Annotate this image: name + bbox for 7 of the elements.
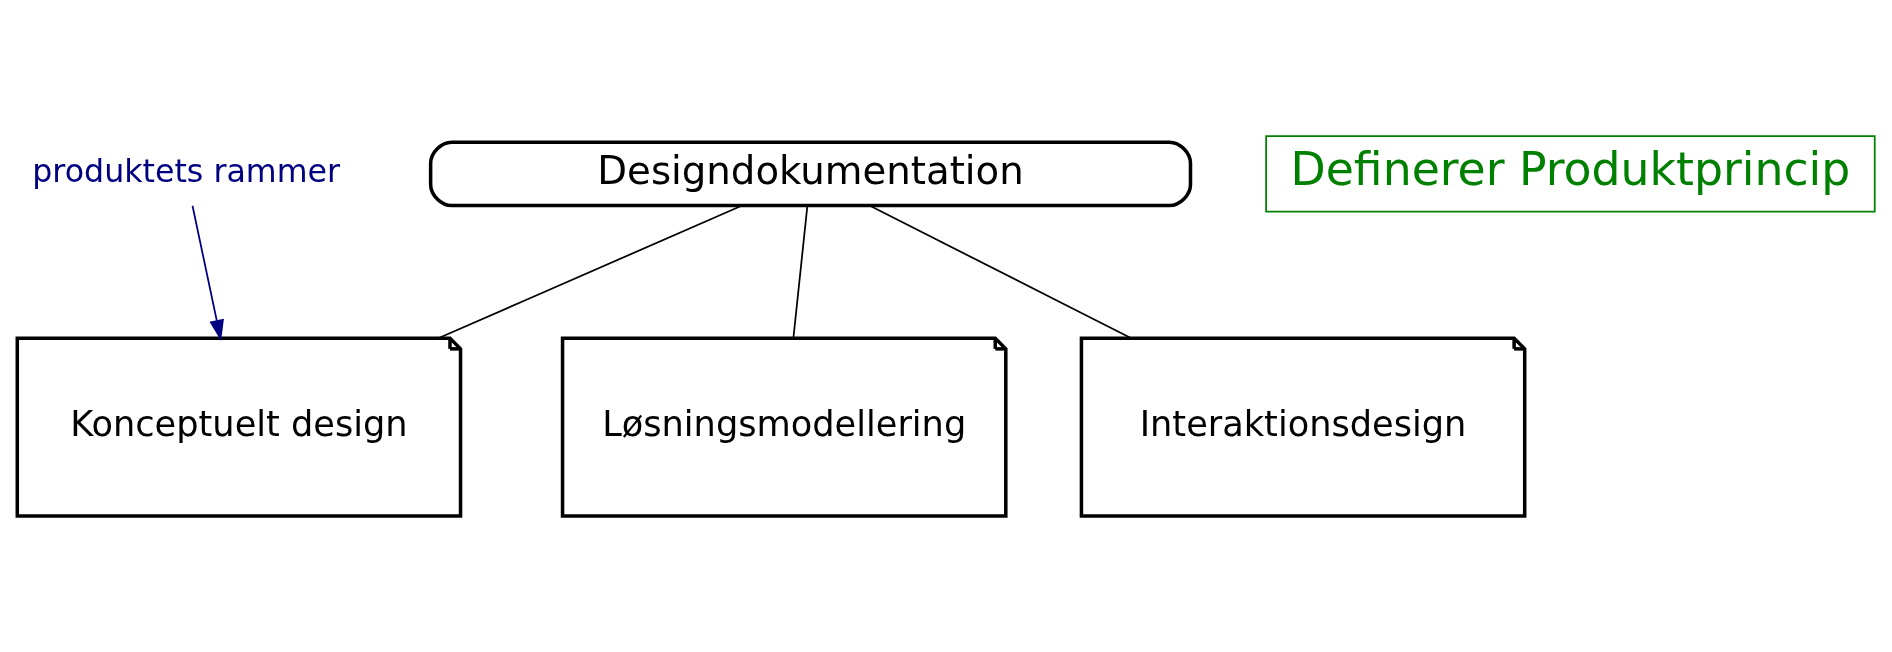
node-box: Definerer Produktprincip: [1265, 135, 1876, 213]
node-text: produktets rammer: [32, 152, 340, 189]
connector: [869, 204, 1133, 340]
connector: [437, 204, 743, 340]
connector: [792, 204, 809, 340]
node-box: Designdokumentation: [428, 140, 1193, 208]
arrow: [191, 204, 224, 341]
